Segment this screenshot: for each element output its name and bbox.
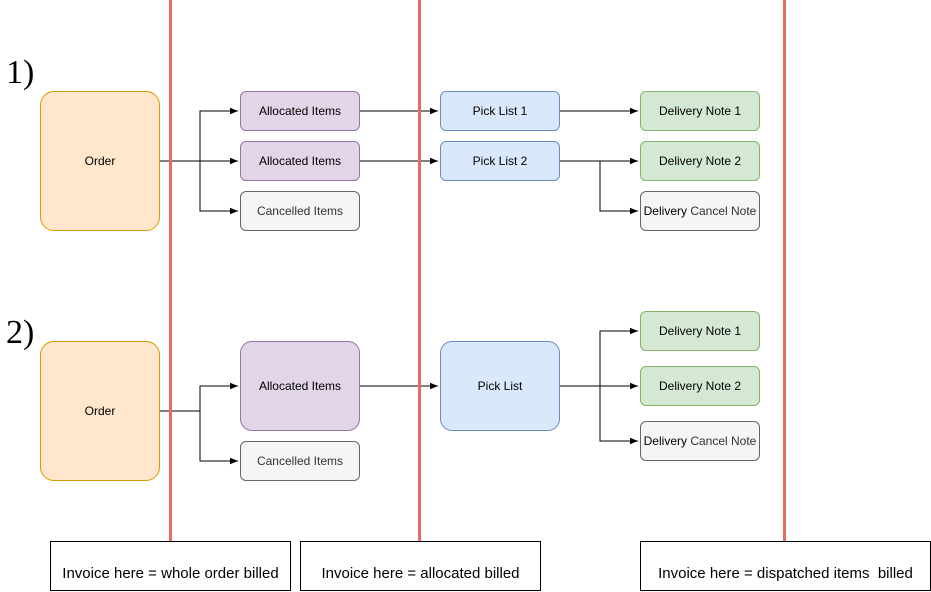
allocated-items-node-1b[interactable]: Allocated Items [240,141,360,181]
delivery-note-1-node-s2[interactable]: Delivery Note 1 [640,311,760,351]
edge-pick2-to-cancelnote1 [599,161,638,215]
cancel-note-prefix: Delivery [643,204,687,218]
scenario-2-number: 2) [6,314,35,351]
delivery-note-2-node-s2[interactable]: Delivery Note 2 [640,366,760,406]
pick-list-node[interactable]: Pick List [440,341,560,431]
delivery-cancel-note-node-s1[interactable]: Delivery Cancel Note [640,191,760,231]
cancel-note-suffix: Cancel Note [686,434,757,448]
edge-order1-to-cancelled1 [199,161,238,215]
order-node-1[interactable]: Order [40,91,160,231]
cancel-note-suffix: Cancel Note [686,204,757,218]
allocated-items-node-2[interactable]: Allocated Items [240,341,360,431]
scenario-1-number: 1) [6,54,35,91]
invoice-divider-3 [783,0,786,542]
edge-pick-to-cancelnote2 [599,386,638,445]
invoice-allocated-box: Invoice here = allocated billed [300,541,541,591]
cancelled-items-node-1[interactable]: Cancelled Items [240,191,360,231]
delivery-cancel-note-node-s2[interactable]: Delivery Cancel Note [640,421,760,461]
edge-pick-to-delivery1 [560,327,638,387]
edge-order2-to-cancelled [199,411,238,465]
invoice-divider-1 [169,0,172,542]
cancel-note-prefix: Delivery [643,434,687,448]
delivery-note-2-node-s1[interactable]: Delivery Note 2 [640,141,760,181]
cancelled-items-node-2[interactable]: Cancelled Items [240,441,360,481]
order-node-2[interactable]: Order [40,341,160,481]
pick-list-2-node[interactable]: Pick List 2 [440,141,560,181]
pick-list-1-node[interactable]: Pick List 1 [440,91,560,131]
invoice-dispatched-box: Invoice here = dispatched items billed [640,541,931,591]
invoice-divider-2 [418,0,421,542]
delivery-note-1-node-s1[interactable]: Delivery Note 1 [640,91,760,131]
invoice-whole-order-box: Invoice here = whole order billed [50,541,291,591]
allocated-items-node-1a[interactable]: Allocated Items [240,91,360,131]
